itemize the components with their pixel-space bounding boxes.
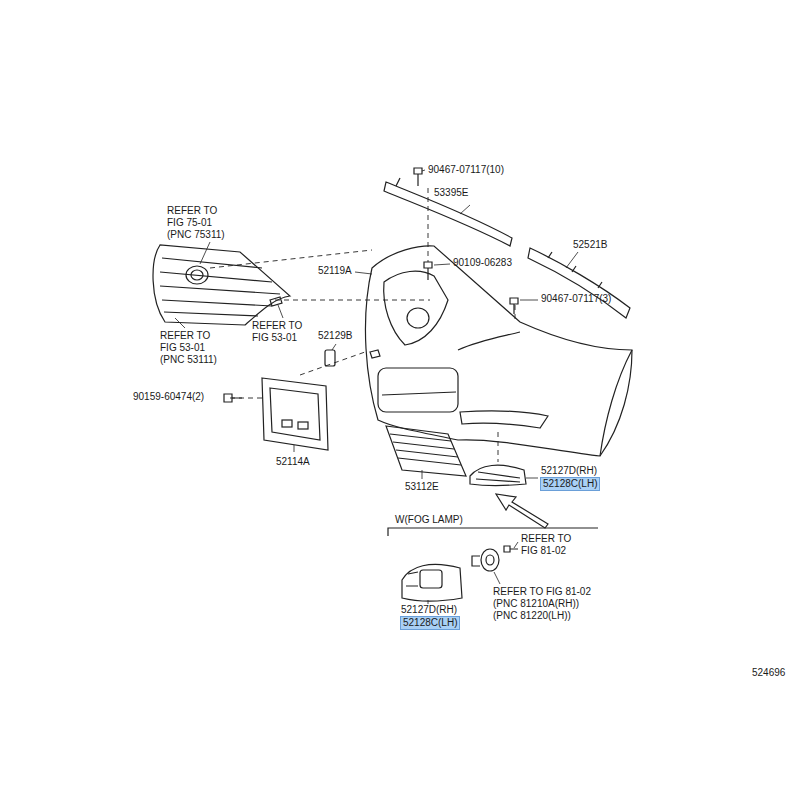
part-number-text: 52128C(LH) — [403, 617, 457, 628]
part-number: 52119A — [318, 265, 352, 277]
part-number: 52114A — [276, 456, 310, 468]
reference-note: REFER TO FIG 75-01 (PNC 75311) — [167, 205, 231, 241]
part-number: 53395E — [434, 187, 468, 199]
highlighted-part-number: 52128C(LH) — [400, 616, 460, 630]
part-number: 53112E — [405, 481, 439, 493]
reference-note: REFER TO FIG 53-01 — [252, 320, 304, 344]
reference-note: REFER TO FIG 81-02 — [521, 533, 575, 557]
part-number: 52127D(RH) — [541, 465, 597, 477]
part-number: 90467-07117(3) — [541, 293, 611, 305]
reference-note: REFER TO FIG 53-01 (PNC 53111) — [160, 330, 224, 366]
highlighted-part-number: 52128C(LH) — [540, 477, 600, 491]
part-number: 90159-60474(2) — [133, 391, 204, 403]
part-number: 90467-07117(10) — [428, 164, 504, 176]
part-number: 90109-06283 — [453, 257, 512, 269]
part-number: 52521B — [573, 239, 607, 251]
reference-note: REFER TO FIG 81-02 (PNC 81210A(RH)) (PNC… — [493, 586, 593, 622]
part-number-text: 52128C(LH) — [543, 478, 597, 489]
part-number: 52127D(RH) — [401, 604, 457, 616]
reference-note: W(FOG LAMP) — [395, 514, 463, 526]
part-number: 52129B — [318, 330, 352, 342]
part-number: 524696 — [752, 667, 785, 679]
